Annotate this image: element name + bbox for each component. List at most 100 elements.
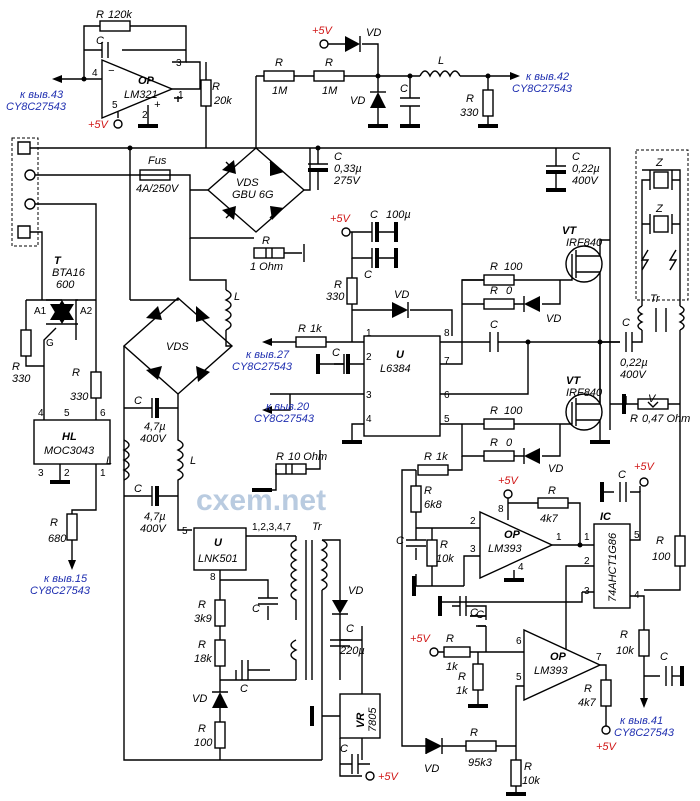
r1kd-ref: R [298, 323, 306, 335]
moc-pin5: 5 [64, 408, 70, 419]
terminal-5v-cmp2 [429, 647, 439, 657]
cmp2-op-ref: OP [550, 651, 567, 663]
c-fb-ref: C [96, 35, 104, 47]
terminal-5v-driver [341, 227, 351, 237]
arrow-to-41 [640, 698, 648, 708]
drv-c-pin2-plate [346, 354, 350, 374]
c47a-volt: 400V [140, 433, 167, 445]
junction [577, 542, 583, 548]
l-aux-ref: L [234, 291, 240, 303]
tr-smps-secondary [320, 539, 328, 591]
r10kc1-val: 10k [436, 553, 454, 565]
r1ohm-wire [265, 248, 302, 258]
c022-volt: 400V [572, 175, 599, 187]
r4k7c1-ref: R [548, 485, 556, 497]
pc-42-chip: CY8C27543 [512, 83, 573, 95]
cmp1-pin1: 1 [556, 532, 562, 543]
op-lm321-symbol [101, 58, 174, 120]
tr-smps-core [305, 540, 313, 680]
op-lm321-wires [83, 25, 187, 79]
triac-block: T BTA16 600 A1 A2 G R 330 R 330 HL MOC30… [12, 255, 111, 597]
vt2-ref: VT [566, 375, 581, 387]
z1-ref: Z [655, 157, 664, 169]
r-100-upper [483, 274, 515, 286]
r10kx-ref: R [620, 629, 628, 641]
c-xor-ref: C [618, 469, 626, 481]
xor-pin5: 5 [634, 530, 640, 541]
c-filter-ref: C [400, 83, 408, 95]
mosfet-upper-leads [560, 239, 610, 282]
c033-volt: 275V [333, 175, 361, 187]
r-330-drv [346, 277, 358, 305]
terminal-5v-cmp1 [503, 489, 513, 499]
l6384-part: L6384 [380, 363, 411, 375]
vd-lnk-ref: VD [192, 693, 207, 705]
r1m-b-ref: R [325, 57, 333, 69]
aux-supply-block: L VDS C 4,7µ 400V C 4,7µ 400V L L [106, 238, 280, 761]
r-0-upper [483, 298, 515, 310]
op-pin4: 4 [92, 68, 98, 79]
l-right-ref: L [190, 455, 196, 467]
bridge-diode-1 [222, 160, 236, 174]
r-95k3 [465, 740, 497, 752]
cmp1-pin4: 4 [518, 562, 524, 573]
mosfet-lower [565, 393, 603, 431]
r100x-ref: R [656, 535, 664, 547]
moc-pin1: 1 [100, 468, 106, 479]
triac-ref: T [54, 255, 62, 267]
r6k8-val: 6k8 [424, 499, 443, 511]
r330l-val: 330 [12, 373, 31, 385]
c-xor3-ref: C [470, 607, 478, 619]
tr-smps-primary [290, 536, 298, 620]
c-033 [308, 148, 328, 165]
r0l-val: 0 [506, 437, 513, 449]
r10ohm-ref: R [276, 451, 284, 463]
xor-ref: IC [600, 511, 612, 523]
vd-cmp2 [426, 738, 442, 754]
crystal-wires [641, 169, 681, 306]
l-left-ref: L [106, 455, 112, 467]
c47b-ref: C [134, 483, 142, 495]
r0u-ref: R [490, 285, 498, 297]
cmp1-op-ref: OP [504, 529, 521, 541]
c-vr [340, 754, 370, 774]
xor-pin1: 1 [584, 532, 590, 543]
r-100-lnk [214, 721, 226, 749]
r100l-val: 100 [504, 405, 523, 417]
r3k9-ref: R [198, 599, 206, 611]
fuse-val: 4A/250V [136, 183, 180, 195]
c022-ref: C [572, 151, 580, 163]
rv-sym-lines [626, 401, 659, 408]
crystal-frame [635, 149, 689, 301]
r95k3-ref: R [470, 727, 478, 739]
r330l-wire [25, 299, 44, 367]
xor-pin2: 2 [584, 556, 590, 567]
c-cmp1-ref: C [396, 535, 404, 547]
supply-filter-block: R 1M R 1M +5V VD VD C L к выв.42 CY8C275… [255, 25, 573, 148]
xor-5v-label: +5V [634, 461, 656, 473]
mosfet-lower-leads [560, 342, 601, 440]
r100u-ref: R [490, 261, 498, 273]
mains-wires [30, 147, 556, 376]
cmp1-pin3: 3 [470, 544, 476, 555]
r1kc1-ref: R [424, 451, 432, 463]
xor-pin3-cap [440, 592, 583, 627]
connector-pin-4 [17, 225, 31, 239]
pc-20-chip: CY8C27543 [254, 413, 315, 425]
aux-diode-3 [146, 366, 162, 380]
xor-block: IC 74AHCT1G86 1 2 3 4 5 C +5V R 100 R 10… [438, 461, 686, 739]
arrow-to-15 [68, 560, 76, 570]
tr-secondary [678, 305, 685, 331]
bridge-diode-3 [222, 206, 236, 220]
triac-g: G [46, 338, 54, 349]
z2-ref: Z [655, 203, 664, 215]
r330d-val: 330 [326, 291, 345, 303]
vd-upper [524, 296, 540, 312]
c022-val: 0,22µ [572, 163, 600, 175]
c100u-ref: C [370, 209, 378, 221]
drv-pin4-wire [351, 423, 364, 440]
c-cmp2-ref: C [476, 609, 484, 621]
op-pin1: 1 [178, 90, 184, 101]
lnk-pin1237: 1,2,3,4,7 [252, 522, 291, 533]
